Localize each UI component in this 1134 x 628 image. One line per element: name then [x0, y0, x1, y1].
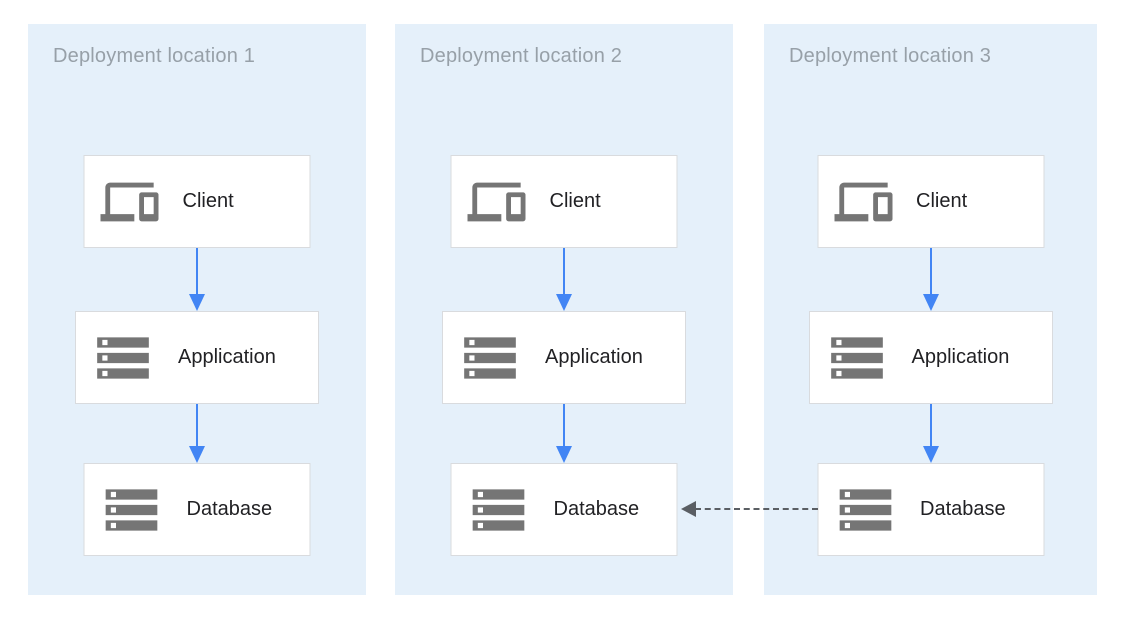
dashed-line — [695, 508, 818, 510]
node-application: Application — [808, 311, 1053, 404]
devices-icon — [467, 173, 526, 231]
flow-arrow-application-to-database — [189, 404, 205, 463]
flow-arrow-client-to-application — [556, 248, 572, 311]
arrow-head-left-icon — [681, 501, 696, 517]
node-label: Client — [549, 190, 601, 212]
panel-title: Deployment location 3 — [789, 45, 992, 67]
flow-arrow-application-to-database — [922, 404, 939, 463]
node-label: Application — [178, 346, 276, 368]
node-label: Client — [916, 190, 968, 212]
devices-icon — [100, 173, 159, 231]
storage-icon — [92, 327, 154, 389]
replication-arrow — [681, 501, 818, 517]
node-label: Application — [545, 346, 643, 368]
flow-arrow-client-to-application — [922, 248, 939, 311]
node-database: Database — [817, 463, 1044, 556]
storage-icon — [834, 479, 896, 541]
node-label: Database — [553, 498, 640, 520]
panel-deployment-location-1: Deployment location 1 Client Application… — [28, 24, 366, 595]
panel-title: Deployment location 1 — [53, 45, 256, 67]
storage-icon — [468, 479, 530, 541]
node-database: Database — [450, 463, 678, 556]
node-client: Client — [817, 155, 1044, 248]
panel-deployment-location-2: Deployment location 2 Client Application… — [395, 24, 733, 595]
node-application: Application — [442, 311, 686, 404]
flow-arrow-application-to-database — [556, 404, 572, 463]
node-label: Application — [911, 346, 1010, 368]
node-client: Client — [450, 155, 678, 248]
node-client: Client — [83, 155, 311, 248]
node-label: Database — [920, 498, 1006, 520]
panel-title: Deployment location 2 — [420, 45, 623, 67]
panel-deployment-location-3: Deployment location 3 Client Application… — [764, 24, 1097, 595]
storage-icon — [101, 479, 163, 541]
devices-icon — [834, 173, 892, 231]
node-application: Application — [75, 311, 319, 404]
storage-icon — [459, 327, 521, 389]
flow-arrow-client-to-application — [189, 248, 205, 311]
node-label: Client — [182, 190, 234, 212]
node-database: Database — [83, 463, 311, 556]
node-label: Database — [186, 498, 273, 520]
storage-icon — [826, 327, 888, 389]
